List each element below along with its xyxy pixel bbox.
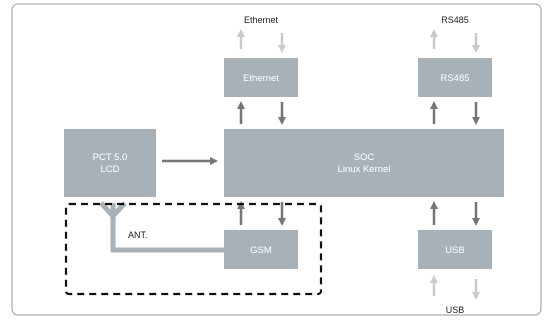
- usb-block-label: USB: [445, 245, 465, 256]
- antenna-label: ANT.: [128, 230, 148, 240]
- soc-block: [224, 129, 504, 197]
- ethernet-external-label: Ethernet: [244, 15, 279, 25]
- ethernet-block: [224, 58, 298, 97]
- lcd-block-line2: LCD: [100, 164, 119, 175]
- gsm-block: [224, 230, 298, 269]
- outer-frame: [11, 3, 542, 316]
- soc-block-line2: Linux Kernel: [338, 164, 391, 175]
- usb-external-label: USB: [446, 305, 465, 315]
- soc-block-line1: SOC: [354, 152, 375, 163]
- rs485-block-label: RS485: [440, 73, 469, 84]
- lcd-block: [64, 129, 156, 197]
- rs485-block: [418, 58, 492, 97]
- usb-block: [418, 230, 492, 269]
- gsm-dashed-group: [64, 202, 323, 296]
- gsm-block-label: GSM: [250, 245, 272, 256]
- ethernet-block-label: Ethernet: [243, 73, 279, 84]
- rs485-external-label: RS485: [441, 15, 469, 25]
- lcd-block-line1: PCT 5.0: [93, 152, 128, 163]
- antenna-icon: [99, 201, 224, 253]
